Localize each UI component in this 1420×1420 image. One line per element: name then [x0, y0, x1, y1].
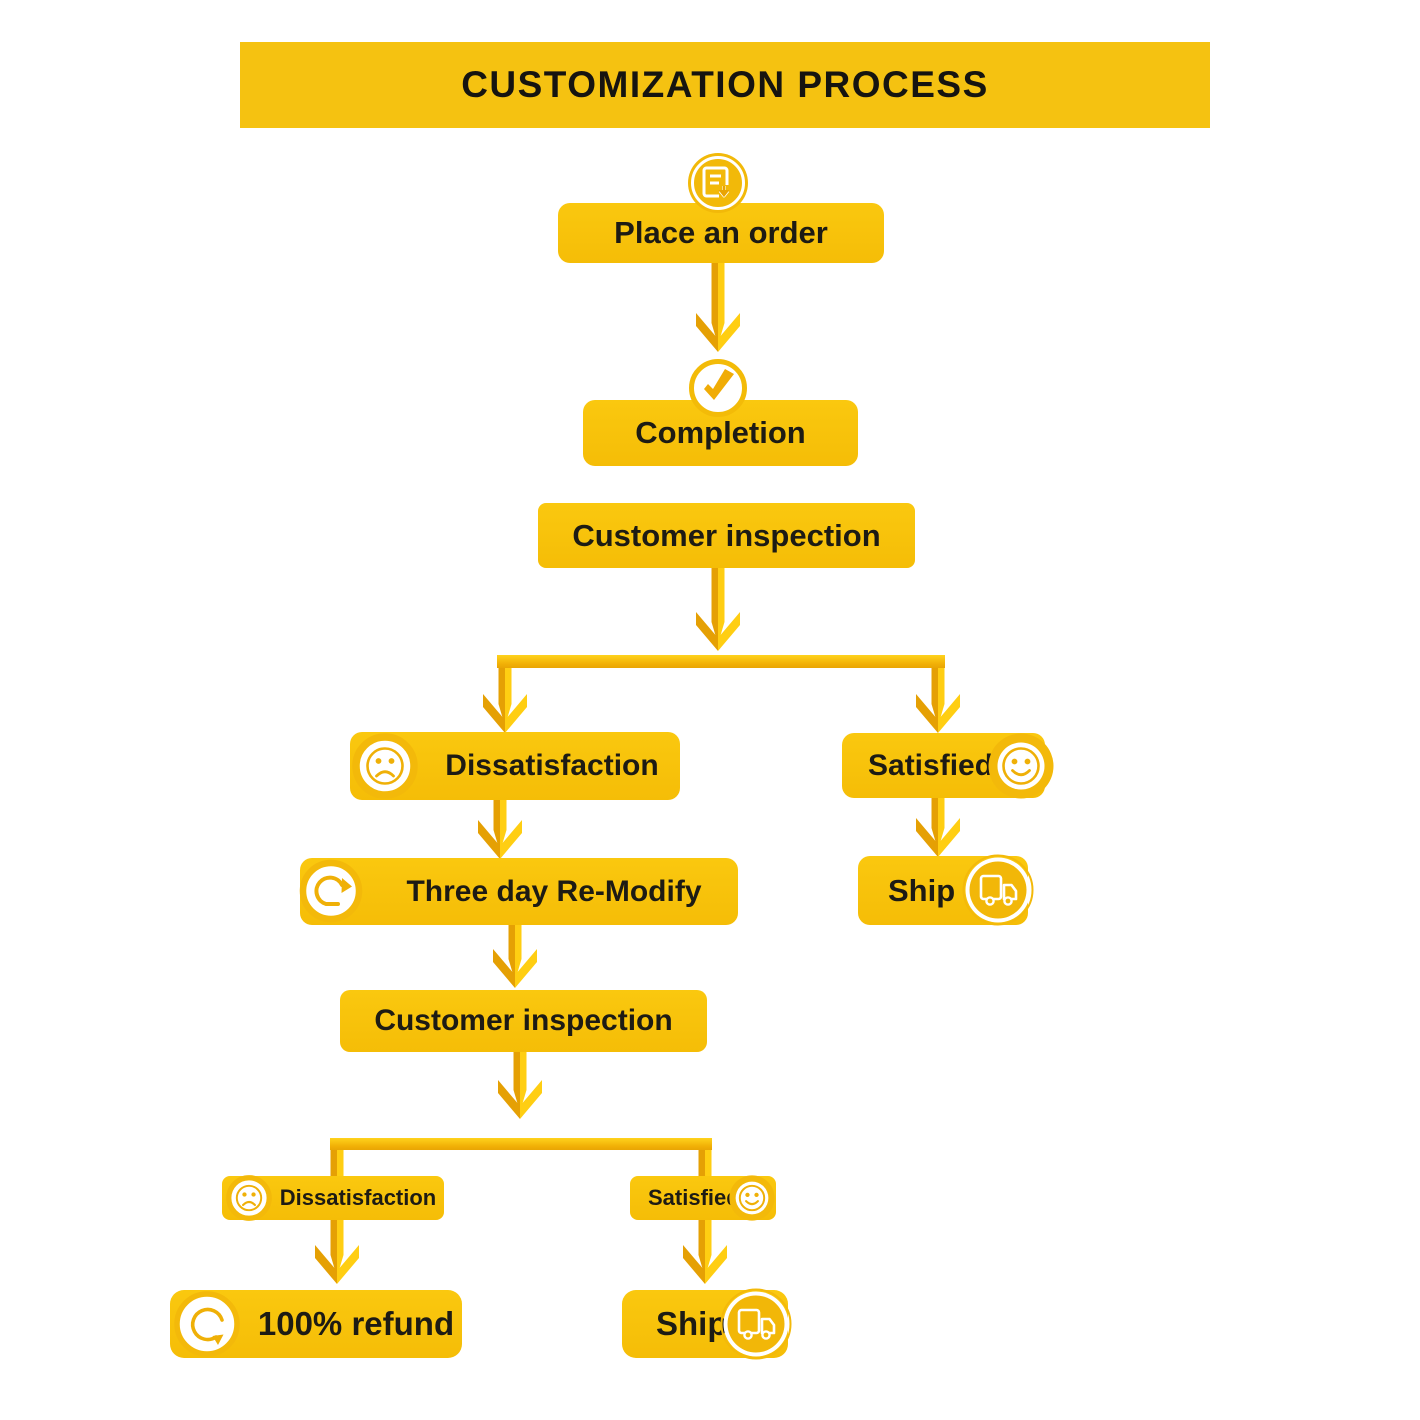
sad-face-icon	[352, 733, 418, 799]
arrow-down-icon	[482, 655, 528, 739]
node-label: Customer inspection	[374, 1004, 673, 1037]
sad-face-icon	[226, 1175, 272, 1221]
arrow-down-icon	[477, 798, 523, 865]
node-label: Ship	[888, 872, 956, 908]
node-label: Satisfied	[868, 748, 994, 782]
delivery-truck-icon	[720, 1288, 792, 1360]
redo-arrow-icon	[299, 859, 363, 923]
node-three-day-remodify: Three day Re-Modify	[300, 858, 738, 925]
checkmark-icon	[688, 358, 748, 418]
node-label: Dissatisfaction	[279, 1185, 437, 1210]
flowchart-title-text: CUSTOMIZATION PROCESS	[461, 64, 989, 105]
arrow-down-icon	[915, 655, 961, 739]
node-label: Three day Re-Modify	[406, 874, 702, 908]
node-label: Place an order	[614, 215, 828, 250]
order-document-icon	[687, 152, 749, 214]
happy-face-icon	[729, 1175, 775, 1221]
node-label: Completion	[635, 415, 806, 450]
branch-connector-bar	[330, 1138, 712, 1150]
delivery-truck-icon	[962, 854, 1034, 926]
branch-connector-bar	[497, 655, 945, 668]
node-label: Satisfied	[648, 1185, 740, 1210]
node-label: Ship	[656, 1305, 728, 1342]
flowchart-title: CUSTOMIZATION PROCESS	[240, 42, 1210, 128]
arrow-down-icon	[695, 263, 741, 358]
refund-cycle-icon	[172, 1289, 242, 1359]
node-label: 100% refund	[257, 1305, 455, 1342]
arrow-down-icon	[695, 566, 741, 657]
arrow-down-icon	[497, 1050, 543, 1125]
node-place-an-order: Place an order	[558, 203, 884, 263]
arrow-down-icon	[915, 796, 961, 863]
node-customer-inspection-2: Customer inspection	[340, 990, 707, 1052]
arrow-down-icon	[492, 923, 538, 994]
node-label: Dissatisfaction	[445, 749, 659, 782]
happy-face-icon	[988, 733, 1054, 799]
node-label: Customer inspection	[572, 517, 881, 553]
node-customer-inspection-1: Customer inspection	[538, 503, 915, 568]
